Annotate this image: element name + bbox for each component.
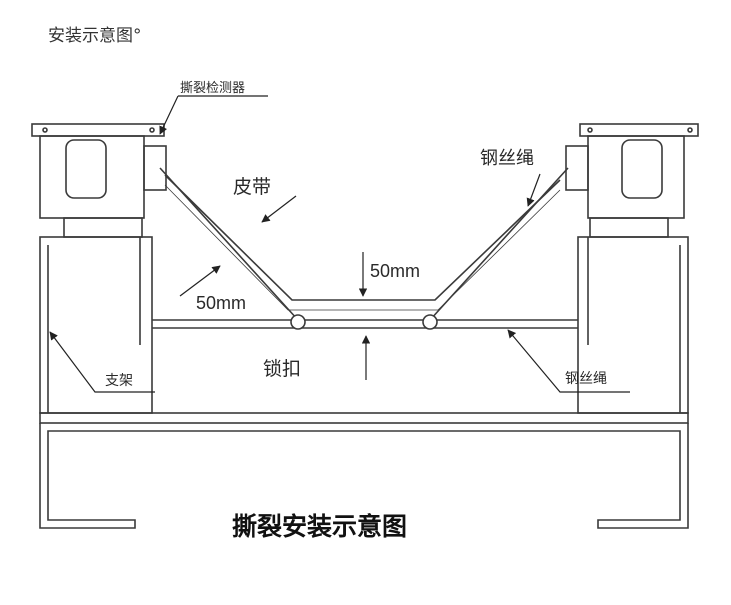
rope-bottom-leader — [507, 329, 630, 393]
left-support-post — [39, 236, 153, 414]
support-label: 支架 — [105, 373, 133, 389]
support-crossbar — [39, 412, 689, 424]
dimension-left-label: 50mm — [196, 293, 247, 313]
belt-arrow — [261, 195, 297, 223]
rope-bottom-label: 钢丝绳 — [565, 371, 607, 387]
right-detector — [565, 123, 699, 238]
belt-trough — [164, 174, 561, 301]
lock-ring-left — [290, 314, 306, 330]
dimension-top-label: 50mm — [370, 261, 421, 281]
rope-top-label: 钢丝绳 — [480, 148, 534, 169]
detector-leader — [160, 95, 268, 134]
rope-top-leader — [526, 173, 541, 207]
steel-rope-right-diagonal — [429, 167, 569, 321]
support-leader — [49, 331, 155, 393]
lock-ring-right — [422, 314, 438, 330]
detector-label: 撕裂检测器 — [180, 81, 246, 96]
diagram-caption: 撕裂安装示意图 — [232, 512, 408, 541]
belt-label: 皮带 — [233, 176, 272, 198]
left-detector — [31, 123, 167, 238]
lower-channel — [39, 423, 689, 529]
steel-rope-left-diagonal — [159, 167, 299, 321]
header-title: 安装示意图° — [48, 26, 142, 46]
dim-left-arrow — [179, 265, 221, 297]
lock-label: 锁扣 — [263, 358, 302, 380]
